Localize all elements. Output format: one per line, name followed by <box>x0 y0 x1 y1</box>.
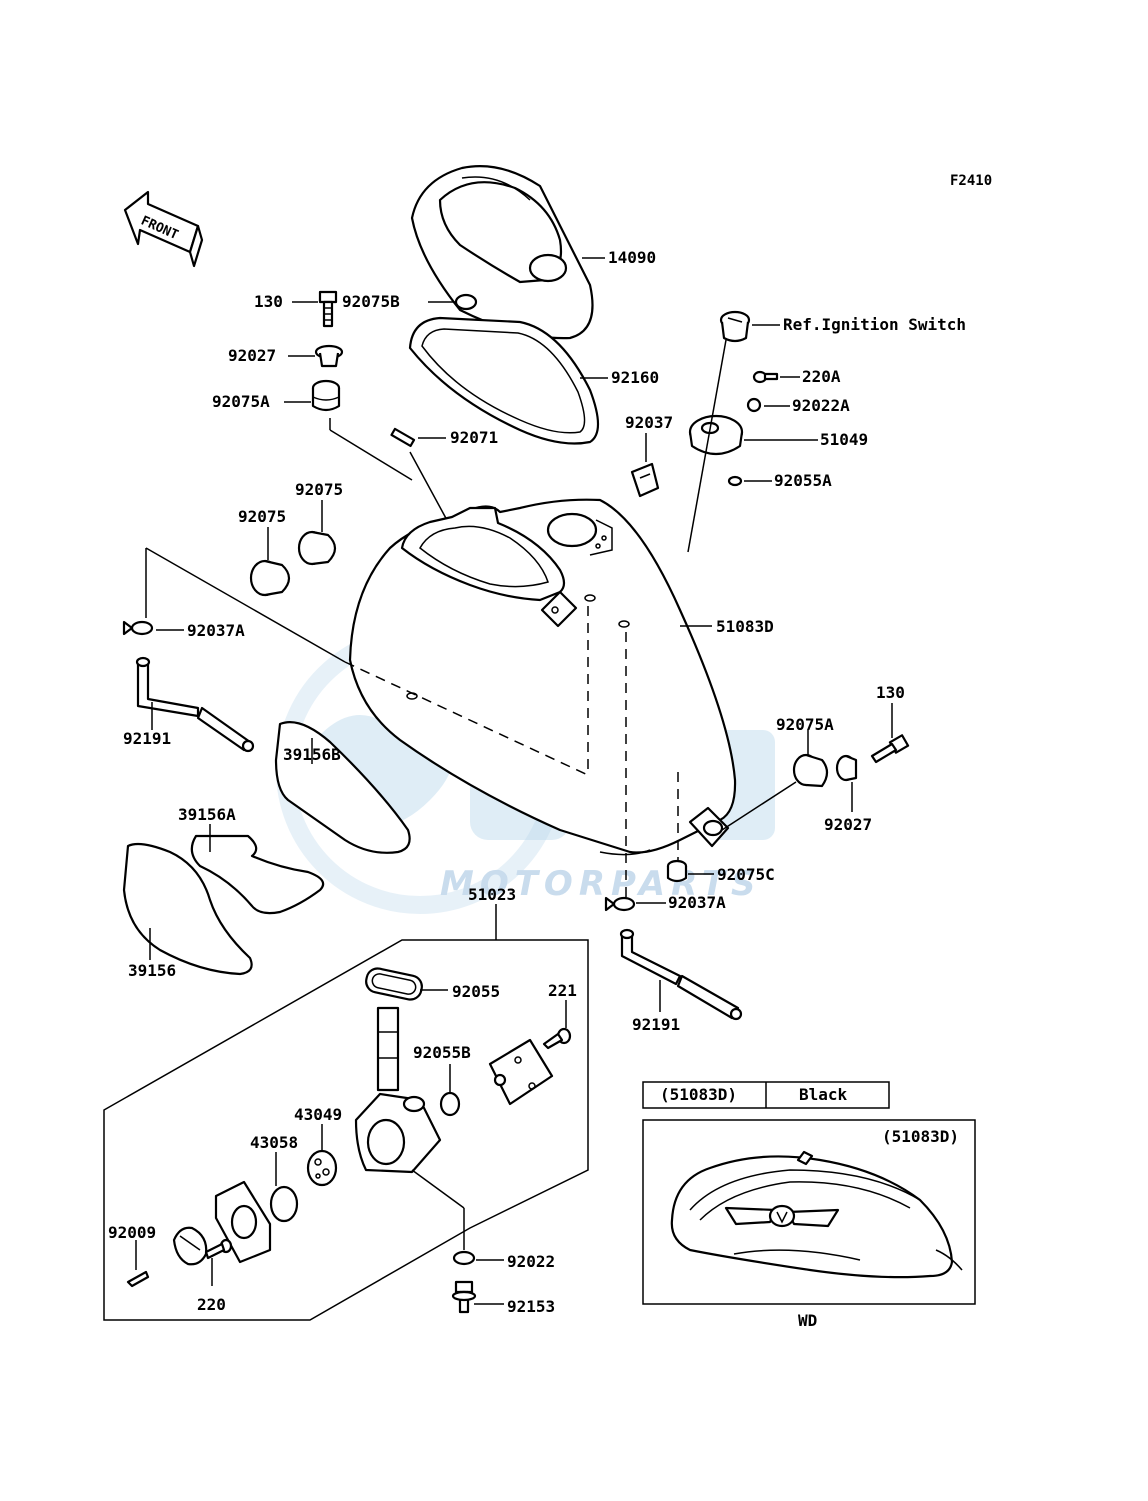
screw-220 <box>204 1238 233 1260</box>
lever-knob <box>172 1226 208 1266</box>
grommet-92075b <box>454 293 478 311</box>
fuel-cock-assembly-box <box>103 939 589 1321</box>
screw-220a <box>752 370 779 384</box>
damper-92075-a <box>249 559 291 597</box>
label-92055: 92055 <box>452 982 500 1001</box>
label-92075c: 92075C <box>717 865 775 884</box>
label-130-right: 130 <box>876 683 905 702</box>
label-92153: 92153 <box>507 1297 555 1316</box>
label-92055b: 92055B <box>413 1043 471 1062</box>
meter-cover-14090 <box>410 165 594 340</box>
variant-caption: WD <box>798 1311 817 1330</box>
label-92037: 92037 <box>625 413 673 432</box>
screw-92009 <box>126 1270 150 1288</box>
variant-box <box>642 1119 976 1305</box>
label-92191-left: 92191 <box>123 729 171 748</box>
label-92075a-right: 92075A <box>776 715 834 734</box>
label-51049: 51049 <box>820 430 868 449</box>
collar-92027-top <box>314 344 344 368</box>
figure-code: F2410 <box>950 173 992 189</box>
oring-43058 <box>269 1185 299 1223</box>
label-92022a: 92022A <box>792 396 850 415</box>
label-92009: 92009 <box>108 1223 156 1242</box>
hose-92191-right <box>619 928 743 1021</box>
label-130-top: 130 <box>254 292 283 311</box>
clip-92037a-left <box>122 620 154 636</box>
label-92037a-left: 92037A <box>187 621 245 640</box>
label-92160: 92160 <box>611 368 659 387</box>
watermark-text: MOTORPARTS <box>440 864 761 904</box>
label-92075-a: 92075 <box>238 507 286 526</box>
label-14090: 14090 <box>608 248 656 267</box>
washer-92022 <box>452 1250 476 1266</box>
clip-92037a-bottom <box>604 896 636 912</box>
label-39156b: 39156B <box>283 745 341 764</box>
fuel-tank-51083d <box>348 498 737 856</box>
label-39156: 39156 <box>128 961 176 980</box>
label-220: 220 <box>197 1295 226 1314</box>
grommet-92075c <box>666 859 688 883</box>
label-92037a-bottom: 92037A <box>668 893 726 912</box>
oring-92055a <box>727 475 743 487</box>
label-221: 221 <box>548 981 577 1000</box>
label-92075-b: 92075 <box>295 480 343 499</box>
variant-part-number: (51083D) <box>882 1127 959 1146</box>
gasket-92160 <box>408 316 600 445</box>
label-51083d: 51083D <box>716 617 774 636</box>
seal-43049 <box>306 1149 338 1187</box>
label-92027-top: 92027 <box>228 346 276 365</box>
fuel-cock-plate <box>488 1038 554 1106</box>
pin-92071 <box>390 427 416 448</box>
fuel-cap-51049 <box>688 414 744 456</box>
label-39156a: 39156A <box>178 805 236 824</box>
label-220a: 220A <box>802 367 841 386</box>
pad-39156a <box>190 834 325 915</box>
label-92022: 92022 <box>507 1252 555 1271</box>
grommet-92075a-top <box>311 379 341 412</box>
clamp-92037 <box>630 462 660 498</box>
pad-39156 <box>122 842 253 976</box>
damper-92075-b <box>297 530 337 566</box>
pad-39156b <box>274 721 411 854</box>
label-92191-right: 92191 <box>632 1015 680 1034</box>
label-43058: 43058 <box>250 1133 298 1152</box>
oring-92055b <box>439 1091 461 1117</box>
bolt-130-right <box>870 734 910 764</box>
color-table <box>642 1081 890 1109</box>
ignition-switch-plug <box>719 310 751 343</box>
label-92055a: 92055A <box>774 471 832 490</box>
label-92075b: 92075B <box>342 292 400 311</box>
collar-92027-right <box>835 754 858 782</box>
hose-92191-left <box>135 656 255 753</box>
label-92071: 92071 <box>450 428 498 447</box>
table-part-number: (51083D) <box>660 1085 737 1104</box>
washer-92022a <box>746 397 762 413</box>
front-arrow-icon: FRONT <box>123 190 204 268</box>
label-43049: 43049 <box>294 1105 342 1124</box>
tank-variant-illustration <box>670 1150 963 1279</box>
bolt-92153 <box>451 1280 477 1314</box>
bolt-130-top <box>318 290 338 328</box>
grommet-92075a-right <box>792 753 829 788</box>
gasket-92055 <box>365 967 423 1001</box>
screw-221 <box>542 1027 572 1050</box>
table-color: Black <box>799 1085 848 1104</box>
label-ref-ignition: Ref.Ignition Switch <box>783 315 966 334</box>
label-92027-right: 92027 <box>824 815 872 834</box>
fuel-cock-body <box>354 1006 442 1174</box>
label-92075a-top: 92075A <box>212 392 270 411</box>
label-51023: 51023 <box>468 885 516 904</box>
